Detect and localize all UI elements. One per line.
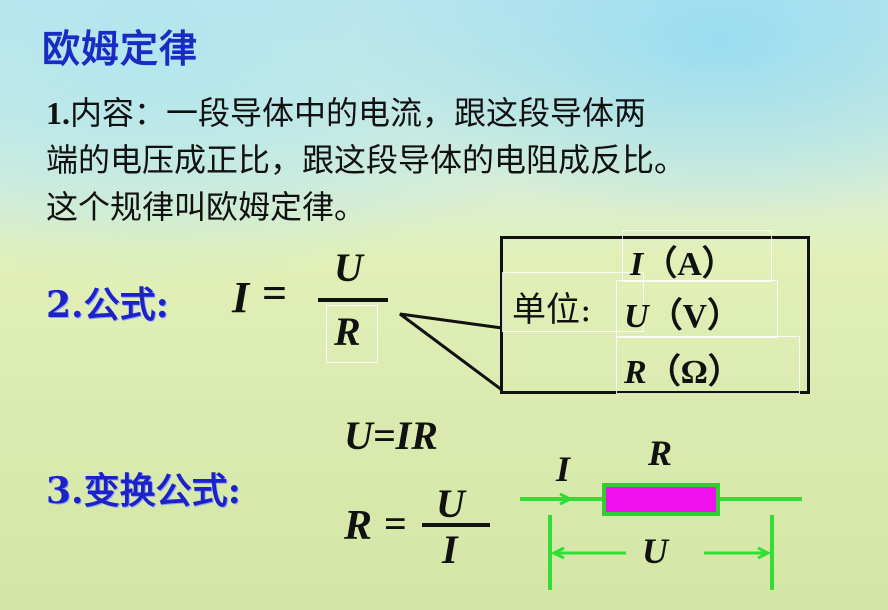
unit-label-highlight — [502, 272, 644, 332]
voltage-arrow-right-icon — [757, 546, 772, 560]
voltage-arrow-left-icon — [550, 546, 565, 560]
transform-section-label: 3.变换公式: — [46, 470, 241, 512]
transform-formula-2-lhs: R — [344, 503, 373, 549]
transform-formula-2-equals: = — [384, 501, 407, 546]
circuit-current-label: I — [556, 449, 571, 489]
circuit-voltage-label: U — [642, 531, 668, 571]
circuit-diagram — [520, 483, 802, 590]
unit-row-highlight — [622, 230, 772, 282]
circuit-resistor-label: R — [648, 433, 673, 473]
resistor-icon — [602, 483, 720, 516]
transform-fraction-line — [422, 523, 490, 527]
formula-section-label: 2.公式: — [46, 284, 169, 326]
content-line-3: 这个规律叫欧姆定律。 — [46, 188, 367, 226]
transform-formula-2-numerator: U — [436, 481, 465, 526]
unit-row-voltage: U（V） — [624, 298, 742, 335]
slide-title: 欧姆定律 — [42, 27, 199, 71]
formula-equals: = — [262, 269, 288, 318]
formula-numerator: U — [334, 245, 363, 290]
formula-lhs: I — [232, 273, 250, 322]
current-arrow-icon — [559, 492, 574, 506]
transform-formula-2-denominator: I — [442, 527, 458, 572]
unit-row-highlight — [616, 280, 778, 338]
denominator-highlight-box — [326, 305, 378, 363]
callout-pointer-icon — [399, 312, 503, 392]
content-line-2: 端的电压成正比，跟这段导体的电阻成反比。 — [46, 141, 687, 179]
units-label: 单位: — [512, 290, 592, 330]
content-number: 1. — [46, 95, 70, 131]
unit-row-resistance: R（Ω） — [624, 354, 742, 391]
content-paragraph: 1.内容：一段导体中的电流，跟这段导体两 端的电压成正比，跟这段导体的电阻成反比… — [46, 90, 846, 231]
content-line-1: 1.内容：一段导体中的电流，跟这段导体两 — [46, 94, 647, 132]
units-callout-box — [500, 236, 810, 394]
unit-row-current: I（A） — [630, 246, 736, 283]
formula-denominator: R — [334, 309, 361, 354]
formula-fraction-line — [318, 298, 388, 302]
transform-formula-1: U=IR — [344, 413, 438, 458]
unit-row-highlight — [616, 336, 800, 394]
